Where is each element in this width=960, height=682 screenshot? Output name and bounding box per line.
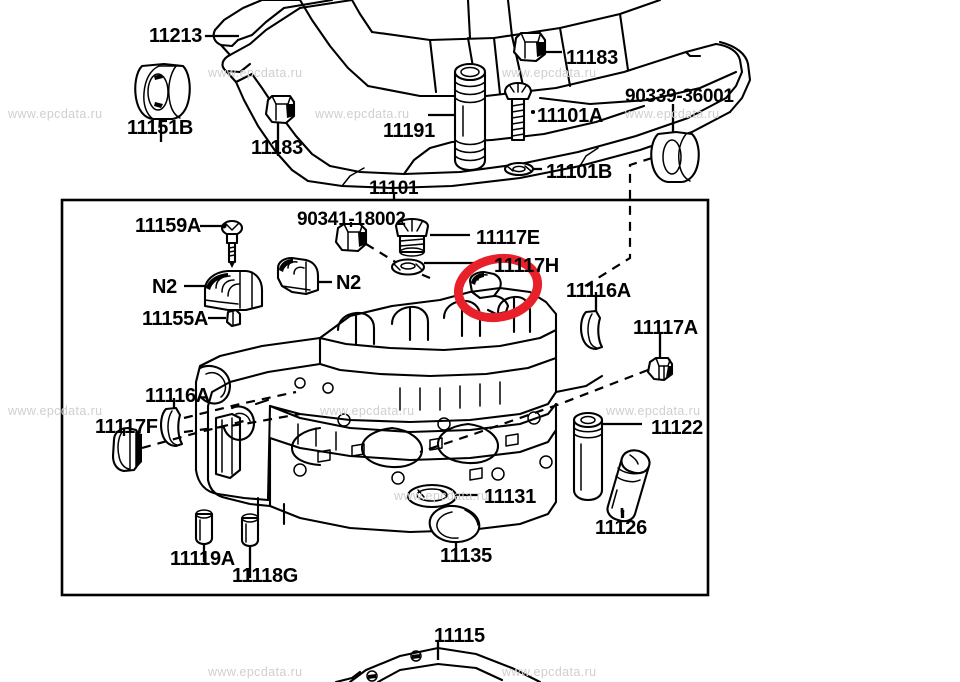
part-11183-right-seal-washer — [512, 31, 547, 63]
cylinder-head-group-rect — [60, 198, 710, 597]
part-label-11117E: 11117E — [476, 227, 540, 249]
part-label-11159A: 11159A — [135, 215, 202, 237]
part-label-11117F: 11117F — [95, 416, 158, 438]
part-label-11151B: 11151B — [127, 117, 194, 139]
part-label-11135: 11135 — [440, 545, 492, 567]
part-label-11131: 11131 — [484, 486, 536, 508]
dashed-leader-11117F — [141, 418, 249, 450]
dashed-leader-11116A-lower — [183, 390, 297, 420]
part-11117A-plug — [646, 356, 674, 382]
part-label-11101B: 11101B — [546, 161, 613, 183]
part-11191-plug-tube — [453, 62, 487, 172]
part-label-9034118002: 90341-18002 — [297, 209, 406, 230]
part-label-11117A: 11117A — [633, 317, 698, 339]
part-label-11101: 11101 — [369, 178, 419, 199]
part-label-11101A: 11101A — [537, 105, 604, 127]
cylinder-head-casting — [194, 270, 604, 534]
part-11116A-lower-seal — [160, 406, 184, 448]
part-90339-36001-seal — [650, 130, 700, 184]
part-label-N2: N2 — [336, 272, 361, 294]
part-label-9033936001: 90339-36001 — [625, 86, 734, 107]
part-11126-valve-guide — [606, 449, 651, 523]
part-label-11191: 11191 — [383, 120, 435, 142]
dashed-leader-11116A-lower2 — [183, 412, 301, 434]
part-label-11122: 11122 — [651, 417, 703, 439]
part-11101A-head-bolt — [503, 81, 533, 142]
part-11135-seal — [428, 504, 481, 544]
part-label-11155A: 11155A — [142, 308, 209, 330]
part-11119A-dowel — [194, 509, 214, 546]
part-11151B-oil-seal — [134, 62, 191, 121]
part-label-11117H: 11117H — [494, 255, 559, 277]
part-11116A-upper-seal — [580, 309, 604, 351]
part-label-11183: 11183 — [566, 47, 618, 69]
part-label-N2: N2 — [152, 276, 177, 298]
part-11117F-plug — [111, 426, 142, 473]
part-11101B-washer — [503, 161, 535, 177]
part-label-11183: 11183 — [251, 137, 303, 159]
part-11122-valve-guide — [572, 411, 604, 502]
part-11159A-bolt — [220, 219, 244, 268]
dashed-leader-11117A — [419, 368, 649, 454]
part-11183-left-seal-washer — [264, 94, 296, 125]
part-11155A-plug — [225, 308, 242, 328]
dashed-leader-90339 — [581, 156, 653, 289]
part-label-11213: 11213 — [149, 25, 203, 47]
part-label-11119A: 11119A — [170, 548, 235, 570]
part-N2-bearing-cap-left — [203, 269, 264, 312]
part-90341-18002-plug — [334, 222, 368, 253]
part-11117E-plug — [394, 217, 430, 257]
part-label-11116A: 11116A — [566, 280, 631, 302]
part-11118G-dowel — [240, 513, 260, 548]
part-11131-ring — [406, 483, 458, 509]
part-label-11118G: 11118G — [232, 565, 299, 587]
right-edge-mask — [954, 0, 960, 682]
part-label-11116A: 11116A — [145, 385, 210, 407]
part-11117H-washer — [390, 258, 426, 276]
part-label-11115: 11115 — [434, 625, 485, 647]
part-N2-cam-cap-right — [276, 256, 320, 296]
part-label-11126: 11126 — [595, 517, 647, 539]
red-circle-annotation — [453, 253, 543, 323]
